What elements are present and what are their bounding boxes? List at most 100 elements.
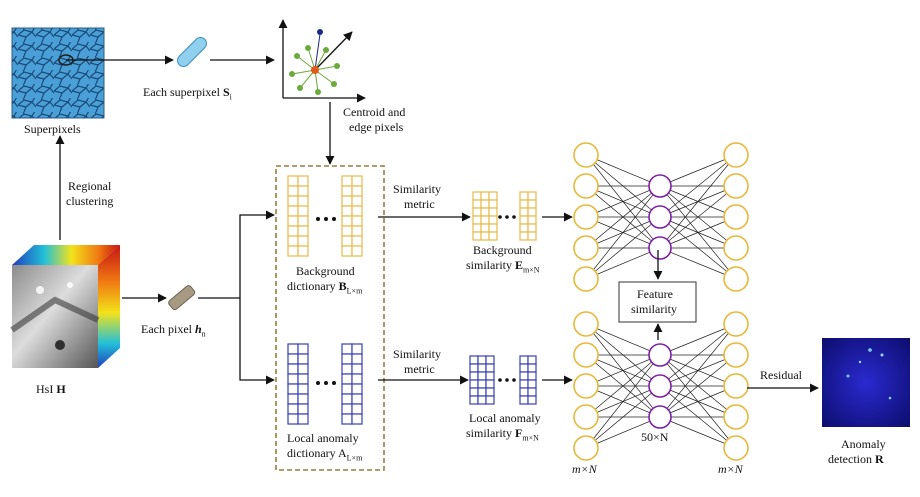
superpixel-symbol: S	[222, 85, 230, 99]
output-node	[723, 373, 749, 399]
bg-sim-column	[527, 191, 537, 241]
input-node	[573, 173, 599, 199]
bg-sim-column	[519, 191, 529, 241]
hidden-node	[648, 174, 672, 198]
label-anomaly: Anomaly	[841, 437, 886, 451]
la-dict-column	[341, 343, 353, 425]
superpixels-image	[11, 27, 105, 119]
net-connections	[585, 154, 737, 280]
local-anomaly-similarity-columns	[469, 355, 537, 405]
la-sim-column	[519, 355, 529, 405]
anomaly-map-image	[822, 338, 910, 427]
label-sim-metric-top-1: Similarity	[393, 182, 441, 196]
label-mxn-right: m×N	[718, 462, 743, 476]
input-node	[573, 373, 599, 399]
anomaly-text: detection	[828, 452, 875, 466]
input-node	[573, 311, 599, 337]
superpixel-capsule-icon	[177, 37, 207, 67]
label-regional: Regional	[68, 179, 112, 193]
label-la-dict-1: Local anomaly	[287, 431, 359, 445]
hidden-node	[648, 374, 672, 398]
each-superpixel-text: Each superpixel	[143, 85, 223, 99]
label-feature: Feature	[637, 287, 673, 301]
autoencoder-top	[573, 142, 749, 292]
pixel-capsule-icon	[168, 285, 196, 311]
la-sim-column	[477, 355, 487, 405]
output-node	[723, 142, 749, 168]
ellipsis-dots	[316, 215, 516, 385]
input-node	[573, 404, 599, 430]
hidden-node	[648, 205, 672, 229]
centroid-scatter-plot	[278, 19, 366, 103]
la-dict-text: dictionary	[287, 446, 338, 460]
pixel-symbol: h	[194, 322, 202, 336]
la-sim-symbol: F	[515, 426, 523, 440]
bg-sim-sub: m×N	[523, 265, 540, 275]
input-node	[573, 266, 599, 292]
label-la-dict-2: dictionary AL×m	[287, 446, 362, 465]
hidden-node	[648, 343, 672, 367]
la-dict-column	[351, 343, 363, 425]
input-node	[573, 435, 599, 461]
input-node	[573, 204, 599, 230]
input-node	[573, 342, 599, 368]
la-sim-column	[527, 355, 537, 405]
label-each-superpixel: Each superpixel Si	[143, 85, 232, 104]
hidden-node	[648, 236, 672, 260]
hsi-text: HsI	[36, 382, 57, 396]
label-residual: Residual	[760, 368, 802, 382]
output-node	[723, 435, 749, 461]
bg-dict-column	[351, 175, 363, 257]
label-la-sim-2: similarity Fm×N	[466, 426, 539, 445]
bg-sim-column	[472, 191, 482, 241]
output-node	[723, 204, 749, 230]
bg-dict-column	[287, 175, 299, 257]
label-sim-metric-bot-2: metric	[404, 362, 435, 376]
label-similarity: similarity	[631, 302, 677, 316]
la-dict-column	[287, 343, 299, 425]
hsi-cube	[10, 245, 120, 368]
label-mxn-left: m×N	[572, 462, 597, 476]
superpixel-sub: i	[229, 92, 232, 102]
output-node	[723, 235, 749, 261]
label-edge-pixels: edge pixels	[349, 120, 404, 134]
dictionary-dashed-box	[275, 165, 385, 471]
label-sim-metric-bot-1: Similarity	[393, 347, 441, 361]
bg-sim-column	[480, 191, 490, 241]
bg-sim-symbol: E	[515, 258, 524, 272]
la-dict-symbol: A	[338, 446, 347, 460]
branch-down	[239, 298, 275, 385]
label-bg-dict-2: dictionary BL×m	[287, 279, 362, 298]
background-similarity-columns	[472, 191, 537, 241]
each-pixel-text: Each pixel	[141, 322, 195, 336]
output-node	[723, 404, 749, 430]
label-bg-sim-2: similarity Em×N	[466, 258, 540, 277]
flow-arrows	[55, 55, 819, 393]
label-centroid: Centroid and	[343, 105, 406, 119]
bg-dict-symbol: B	[338, 279, 347, 293]
output-node	[723, 173, 749, 199]
la-dict-sub: L×m	[346, 453, 363, 463]
label-hsi: HsI H	[36, 382, 66, 396]
anomaly-symbol: R	[874, 452, 884, 466]
bg-sim-column	[488, 191, 498, 241]
label-superpixels: Superpixels	[24, 122, 81, 136]
la-dict-column	[297, 343, 309, 425]
la-sim-column	[485, 355, 495, 405]
local-anomaly-dictionary-columns	[287, 343, 363, 425]
feature-similarity-box	[618, 281, 697, 323]
bg-sim-text: similarity	[466, 258, 515, 272]
output-node	[723, 266, 749, 292]
la-sim-column	[469, 355, 479, 405]
hidden-node	[648, 405, 672, 429]
input-node	[573, 142, 599, 168]
hsi-symbol: H	[56, 382, 66, 396]
label-bg-sim-1: Background	[473, 243, 532, 257]
la-sim-sub: m×N	[522, 433, 539, 443]
label-bg-dict-1: Background	[296, 264, 355, 278]
bg-dict-text: dictionary	[287, 279, 339, 293]
output-node	[723, 342, 749, 368]
input-node	[573, 235, 599, 261]
